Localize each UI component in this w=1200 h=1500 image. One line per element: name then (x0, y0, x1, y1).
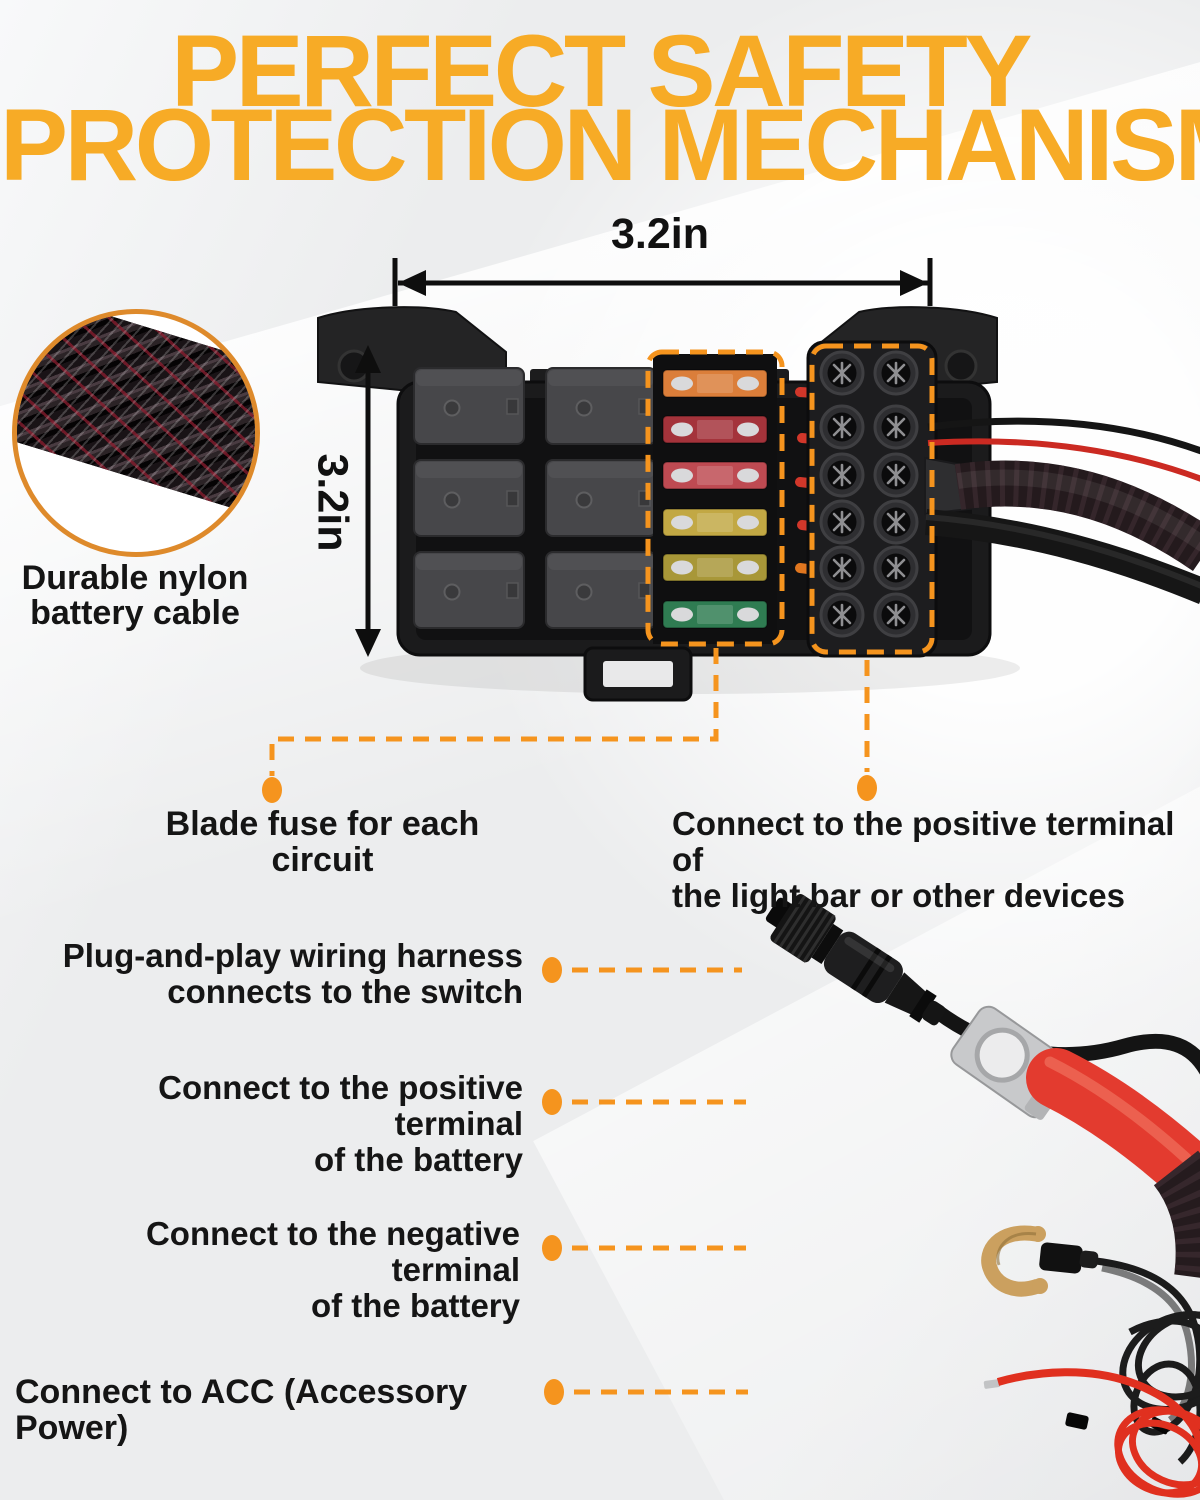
fuse-dark-red (662, 415, 768, 444)
width-dimension-label: 3.2in (611, 210, 709, 258)
switch-harness-label: Plug-and-play wiring harness connects to… (62, 937, 523, 1010)
title-line-2: PROTECTION MECHANISM (0, 88, 1200, 203)
acc-label: Connect to ACC (Accessory Power) (15, 1373, 468, 1447)
acc-wire-photo (983, 1311, 1200, 1498)
fuse-box-photo (317, 306, 1200, 702)
page-title: PERFECT SAFETY PROTECTION MECHANISM (0, 20, 1200, 203)
fuse-red (662, 461, 768, 490)
height-dimension-arrow (355, 345, 381, 657)
light-bar-label: Connect to the positive terminal of the … (672, 805, 1175, 914)
battery-positive-label: Connect to the positive terminal of the … (158, 1069, 523, 1178)
battery-negative-label: Connect to the negative terminal of the … (145, 1215, 520, 1324)
blade-fuse-label: Blade fuse for each circuit (165, 805, 480, 879)
fuse-dark-yellow (662, 553, 768, 582)
fuse-green (662, 600, 768, 629)
nylon-cable-inset-photo (12, 309, 260, 557)
width-dimension-arrow (392, 258, 933, 306)
nylon-cable-label: Durable nylon battery cable (21, 559, 249, 632)
fuse-orange (662, 369, 768, 398)
fuse-yellow (662, 508, 768, 537)
height-dimension-label: 3.2in (308, 453, 357, 552)
